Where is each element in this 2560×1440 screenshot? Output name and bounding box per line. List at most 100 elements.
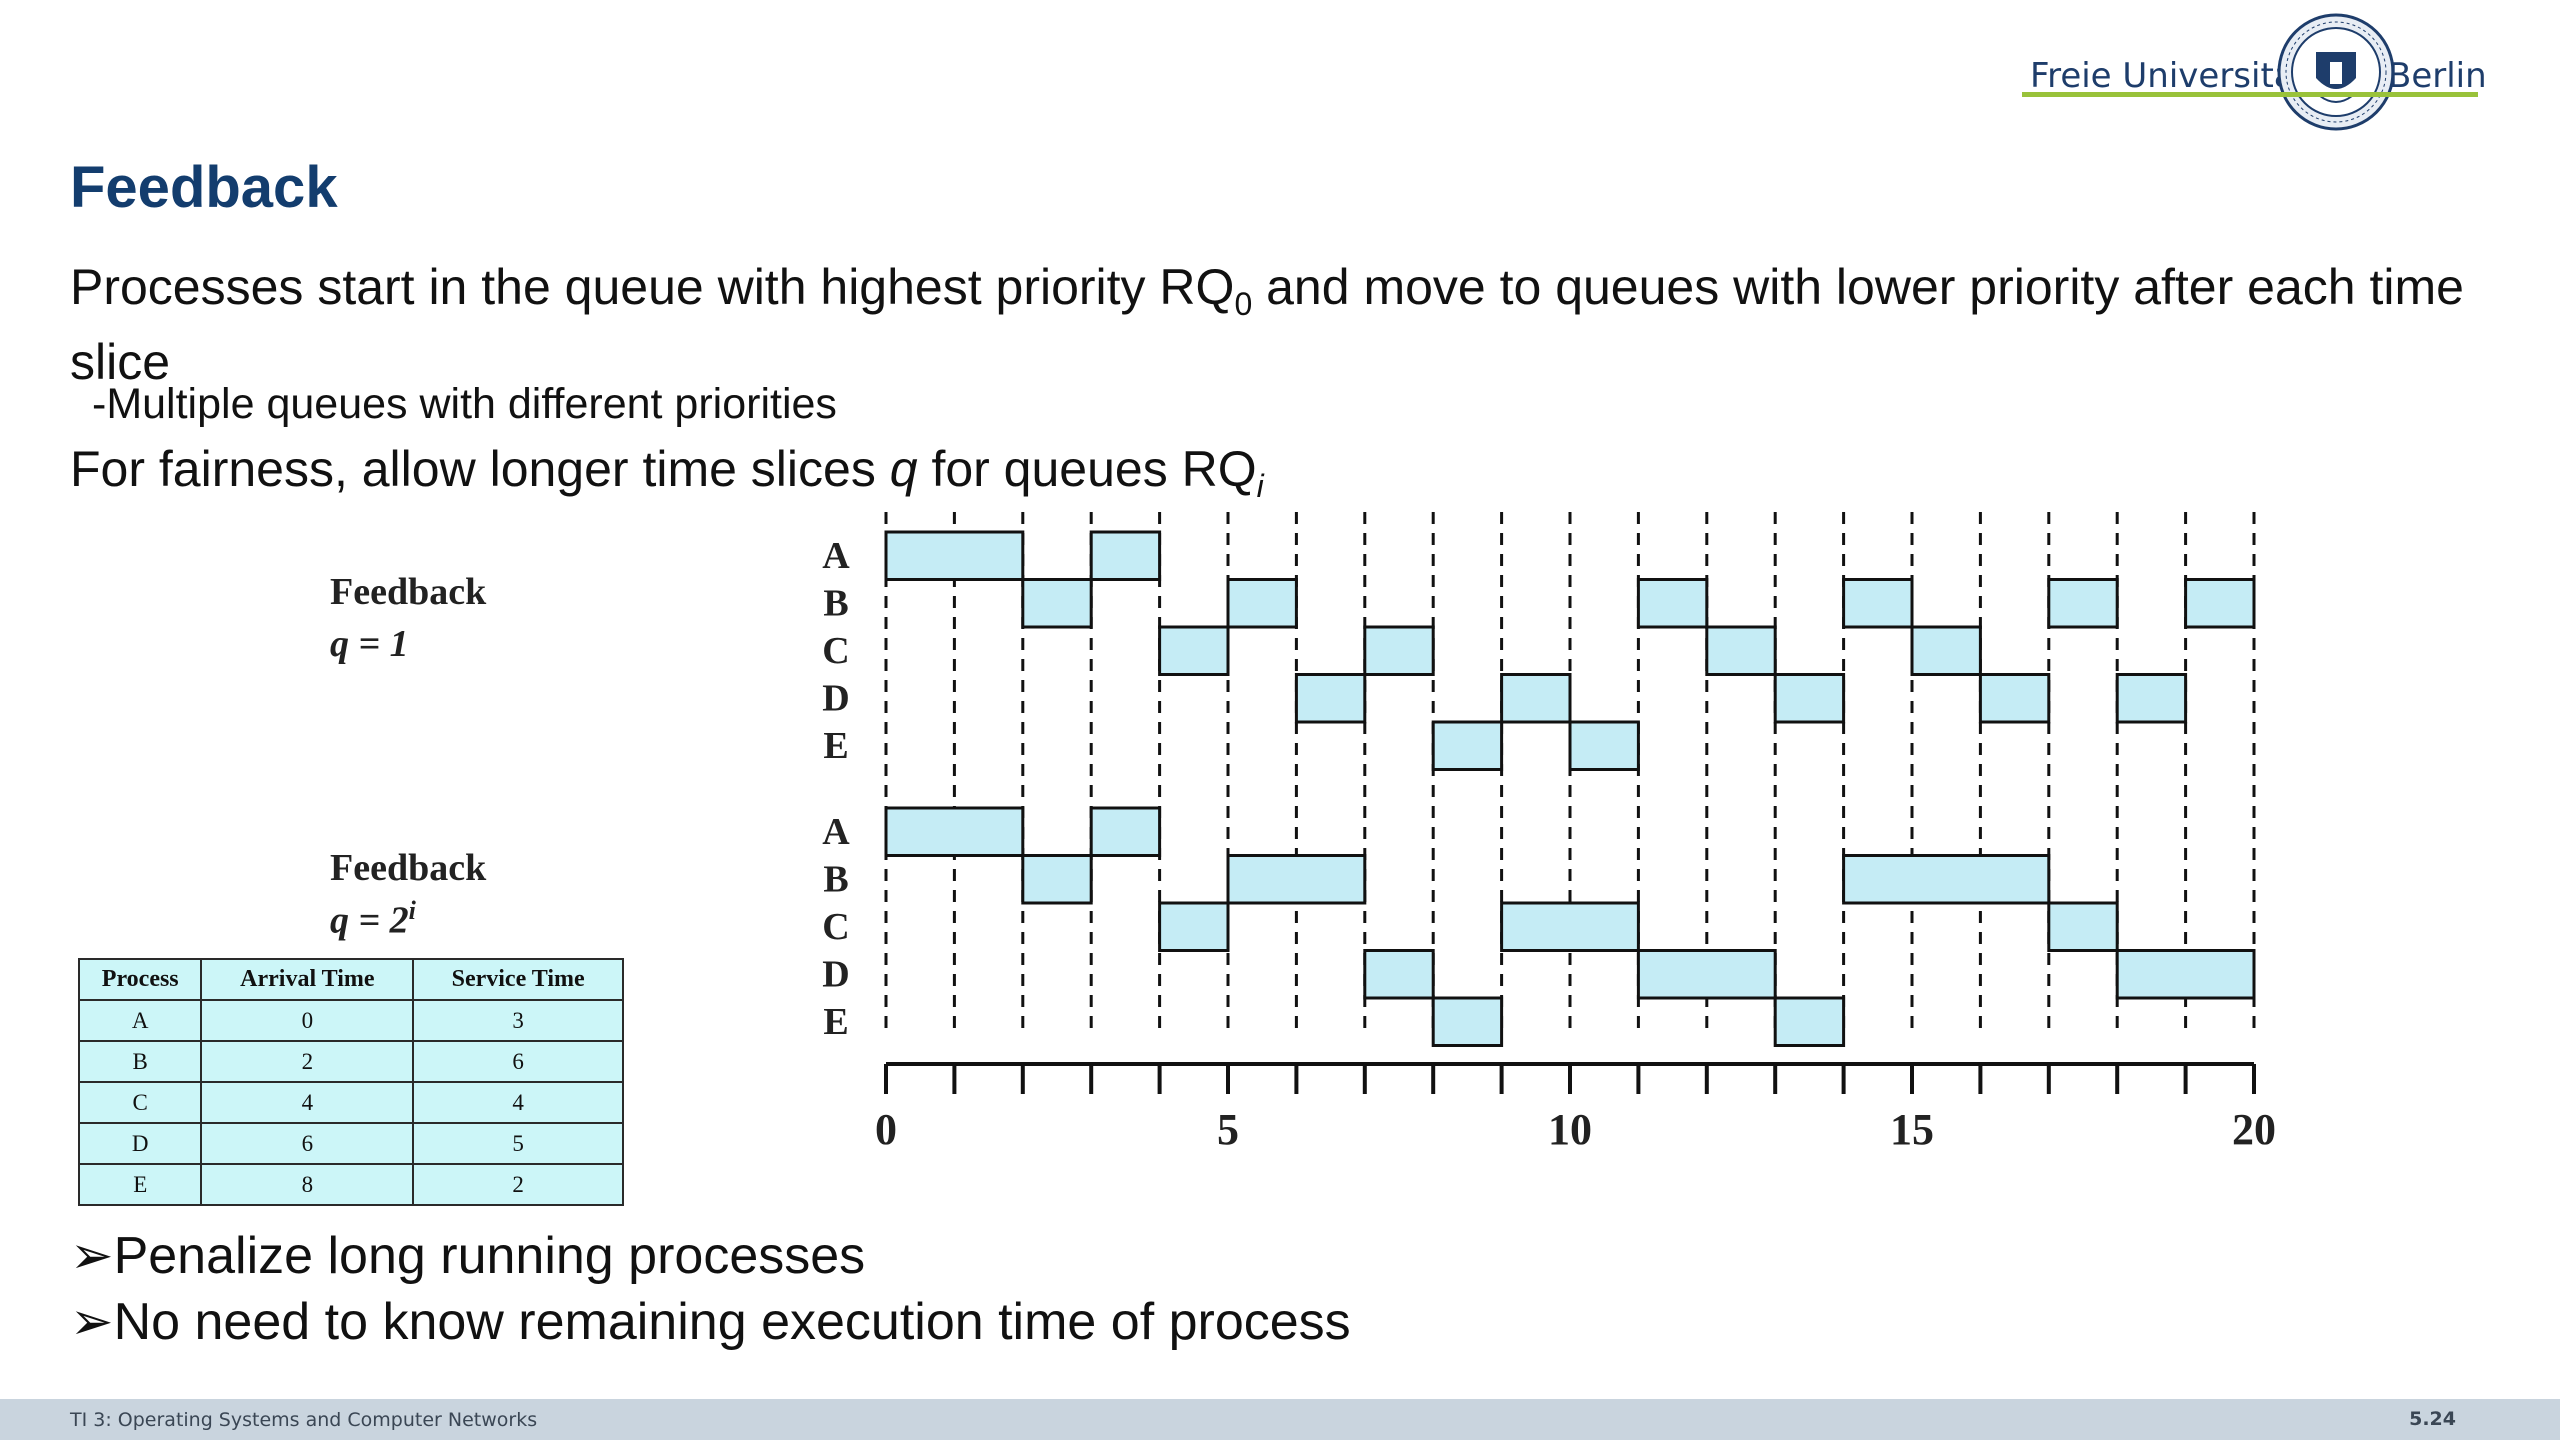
table-row: C 4 4 [77, 1081, 624, 1124]
schedule-slice [2115, 949, 2256, 1000]
arrow-icon: ➢ [70, 1227, 114, 1285]
course-name: TI 3: Operating Systems and Computer Net… [70, 1409, 538, 1431]
schedule-slice [884, 530, 1025, 581]
axis-tick-label: 15 [1890, 1105, 1934, 1154]
schedule-slice [1089, 806, 1162, 857]
bullet-item: -Multiple queues with different prioriti… [92, 380, 837, 428]
schedule-slice [1021, 854, 1093, 905]
bullet-text: Multiple queues with different prioritie… [106, 380, 837, 428]
quantum-2-sup: i [408, 896, 416, 925]
schedule-slice [1158, 901, 1230, 952]
table-cell: 3 [412, 999, 624, 1042]
table-cell: 6 [200, 1122, 415, 1165]
schedule-slice [1363, 949, 1435, 1000]
table-cell: E [77, 1163, 203, 1206]
schedule-slice [2047, 901, 2119, 952]
rqi-subscript: i [1256, 468, 1264, 504]
text-line-3: For fairness, allow longer time slices q… [70, 440, 1264, 515]
schedule-slice [1294, 673, 1367, 724]
process-row-label: A [822, 535, 850, 577]
process-row-label: C [822, 630, 849, 672]
quantum-2-base: q = 2 [330, 899, 409, 942]
table-row: E 8 2 [77, 1163, 624, 1206]
schedule-slice [1842, 854, 2051, 905]
schedule-slice [1705, 625, 1777, 676]
axis-tick-label: 0 [875, 1105, 897, 1154]
table-header: Service Time [412, 958, 624, 1001]
axis-tick-label: 5 [1217, 1105, 1239, 1154]
table-header: Arrival Time [200, 958, 415, 1001]
schedule-slice [1226, 854, 1367, 905]
arrow-icon: ➢ [70, 1293, 114, 1351]
table-cell: 2 [200, 1040, 415, 1083]
text-line-1-pre: Processes start in the queue with highes… [70, 259, 1235, 315]
schedule-label-2: Feedback [330, 847, 487, 889]
text-line-1: Processes start in the queue with highes… [70, 258, 2470, 391]
schedule-slice [1226, 578, 1298, 629]
process-table: Process Arrival Time Service Time A 0 3 … [77, 958, 624, 1206]
process-row-label: B [823, 859, 848, 901]
schedule-slice [1842, 578, 1914, 629]
table-cell: C [77, 1081, 203, 1124]
table-cell: 5 [412, 1122, 624, 1165]
schedule-slice [2115, 673, 2188, 724]
schedule-slice [1431, 720, 1504, 771]
table-header: Process [77, 958, 203, 1001]
conclusion-item-1: ➢Penalize long running processes [70, 1226, 865, 1286]
schedule-slice [1773, 673, 1846, 724]
table-cell: 8 [200, 1163, 415, 1206]
university-logo: Freie Universität Berlin [2022, 12, 2487, 132]
logo-text-left: Freie Universität [2030, 56, 2308, 96]
schedule-slice [1021, 578, 1093, 629]
process-row-label: A [822, 811, 850, 853]
process-row-label: D [822, 678, 849, 720]
logo-text-right: Berlin [2388, 56, 2487, 96]
process-row-label: E [823, 725, 848, 767]
table-header-row: Process Arrival Time Service Time [77, 958, 624, 1001]
footer-bar: TI 3: Operating Systems and Computer Net… [0, 1399, 2560, 1440]
conclusion-text-1: Penalize long running processes [113, 1227, 866, 1285]
schedule-slice [2184, 578, 2256, 629]
logo-underline [2022, 92, 2478, 97]
text-line-1-post: and move to queues with lower priority a… [70, 259, 2464, 390]
schedule-slice [1363, 625, 1435, 676]
schedule-slice [1978, 673, 2051, 724]
table-cell: B [77, 1040, 203, 1083]
schedule-slice [1568, 720, 1640, 771]
axis-tick-label: 20 [2232, 1105, 2276, 1154]
table-row: D 6 5 [77, 1122, 624, 1165]
schedule-slice [884, 806, 1025, 857]
schedule-slice [1773, 996, 1846, 1047]
table-cell: 4 [412, 1081, 624, 1124]
schedule-slice [1636, 949, 1777, 1000]
schedule-slice [1636, 578, 1709, 629]
process-row-label: E [823, 1001, 848, 1043]
conclusion-text-2: No need to know remaining execution time… [113, 1293, 1351, 1351]
schedule-slice [1089, 530, 1162, 581]
process-row-label: D [822, 954, 849, 996]
q-italic: q [889, 441, 918, 497]
table-cell: 4 [200, 1081, 415, 1124]
schedule-slice [1431, 996, 1504, 1047]
axis-tick-label: 10 [1548, 1105, 1592, 1154]
schedule-slice [2047, 578, 2119, 629]
slide-title: Feedback [70, 155, 338, 220]
table-row: B 2 6 [77, 1040, 624, 1083]
slide-number: 5.24 [2409, 1408, 2456, 1430]
conclusion-item-2: ➢No need to know remaining execution tim… [70, 1292, 1351, 1352]
schedule-quantum-2: q = 2i [330, 896, 416, 943]
schedule-slice [1500, 673, 1572, 724]
table-cell: 0 [200, 999, 415, 1042]
text-line-3-mid: for queues RQ [917, 441, 1257, 497]
schedule-label-1: Feedback [330, 571, 487, 613]
process-row-label: C [822, 906, 849, 948]
table-cell: 2 [412, 1163, 624, 1206]
schedule-quantum-1: q = 1 [330, 623, 409, 665]
schedule-slice [1158, 625, 1230, 676]
process-row-label: B [823, 583, 848, 625]
rq0-subscript: 0 [1234, 286, 1253, 322]
schedule-slice [1910, 625, 1982, 676]
table-row: A 0 3 [77, 999, 624, 1042]
table-cell: 6 [412, 1040, 624, 1083]
